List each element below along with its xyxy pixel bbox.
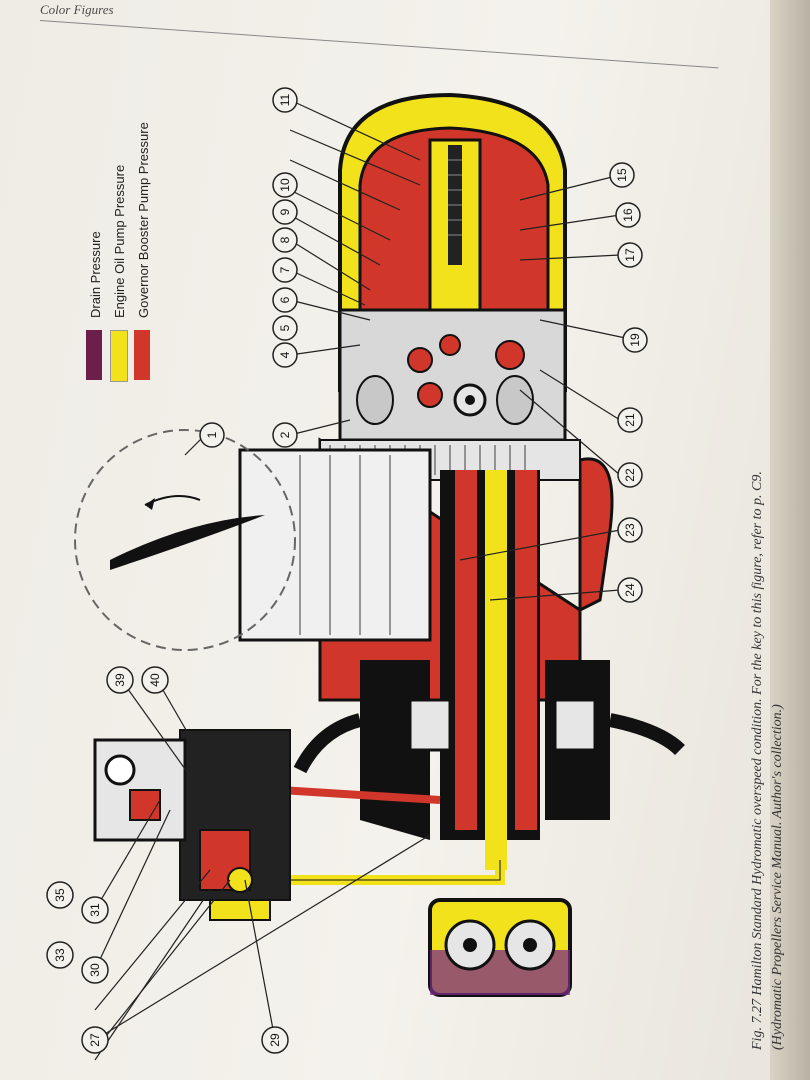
callout-label-9: 9: [278, 208, 292, 215]
callout-9: [272, 199, 298, 225]
callout-8: [272, 227, 298, 253]
callout-6: [272, 287, 298, 313]
legend-swatch-governor-booster: [134, 330, 150, 380]
callout-label-35: 35: [53, 888, 67, 902]
page-edge: [770, 0, 810, 1080]
blade-root: [238, 448, 432, 642]
callout-35: [46, 881, 74, 909]
callout-label-1: 1: [205, 431, 219, 438]
callout-29: [261, 1026, 289, 1054]
figure-caption-line2: (Hydromatic Propellers Service Manual. A…: [770, 704, 785, 1050]
callout-19: [622, 327, 648, 353]
callout-label-29: 29: [268, 1033, 282, 1047]
callout-label-24: 24: [623, 583, 637, 597]
callout-5: [272, 315, 298, 341]
callout-label-33: 33: [53, 948, 67, 962]
callout-label-40: 40: [148, 673, 162, 687]
callout-23: [617, 517, 643, 543]
callout-27: [81, 1026, 109, 1054]
callout-label-21: 21: [623, 413, 637, 427]
callout-40: [141, 666, 169, 694]
callout-label-23: 23: [623, 523, 637, 537]
callout-labels: 1 2 4 5 6 7 8 9 10 11 15 16 17 19 21 22 …: [53, 93, 642, 1046]
callout-label-17: 17: [623, 248, 637, 262]
callout-2: [272, 422, 298, 448]
callout-label-8: 8: [278, 236, 292, 243]
blade-angle-circle: [74, 429, 296, 651]
callout-label-22: 22: [623, 468, 637, 482]
legend-swatch-engine-oil: [110, 330, 128, 382]
callout-21: [617, 407, 643, 433]
callout-label-5: 5: [278, 324, 292, 331]
callout-label-6: 6: [278, 296, 292, 303]
callout-7: [272, 257, 298, 283]
callout-label-11: 11: [278, 93, 292, 106]
figure-caption-line1: Fig. 7.27 Hamilton Standard Hydromatic o…: [750, 471, 765, 1050]
callout-4: [272, 342, 298, 368]
callout-10: [272, 172, 298, 198]
callouts: [46, 87, 648, 1054]
callout-1: [199, 422, 225, 448]
callout-label-27: 27: [88, 1033, 102, 1047]
callout-31: [81, 896, 109, 924]
callout-39: [106, 666, 134, 694]
callout-15: [609, 162, 635, 188]
callout-33: [46, 941, 74, 969]
callout-11: [272, 87, 298, 113]
callout-24: [617, 577, 643, 603]
callout-30: [81, 956, 109, 984]
legend-swatch-drain: [86, 330, 102, 380]
callout-17: [617, 242, 643, 268]
callout-label-4: 4: [278, 351, 292, 358]
callout-16: [615, 202, 641, 228]
callout-label-7: 7: [278, 266, 292, 273]
callout-label-16: 16: [621, 208, 635, 222]
callout-label-39: 39: [113, 673, 127, 687]
callout-label-2: 2: [278, 431, 292, 438]
callout-label-30: 30: [88, 963, 102, 977]
callout-22: [617, 462, 643, 488]
running-header: Color Figures: [40, 2, 114, 17]
callout-label-31: 31: [88, 903, 102, 917]
callout-label-15: 15: [615, 168, 629, 182]
callout-label-19: 19: [628, 333, 642, 347]
callout-label-10: 10: [278, 178, 292, 192]
